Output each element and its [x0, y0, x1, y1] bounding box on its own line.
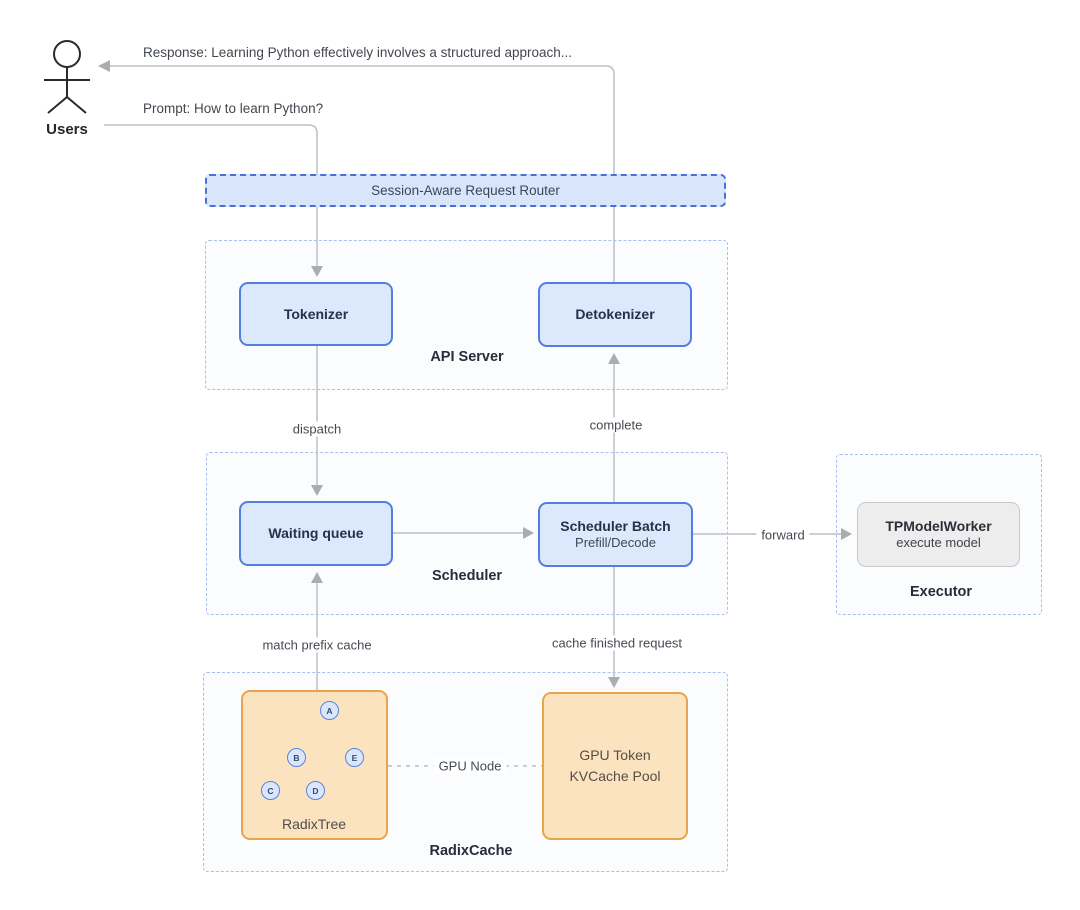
session-router-label: Session-Aware Request Router	[371, 183, 560, 198]
prompt-line	[104, 124, 318, 174]
gpu-node-label: GPU Node	[433, 758, 507, 774]
cache-finished-label: cache finished request	[546, 635, 688, 651]
arrowhead-match-prefix	[311, 572, 323, 583]
radix-tree-box	[241, 690, 388, 840]
match-prefix-label: match prefix cache	[257, 637, 377, 653]
tokenizer-box: Tokenizer	[239, 282, 393, 346]
tp-model-worker-title: TPModelWorker	[885, 518, 992, 534]
prompt-message: Prompt: How to learn Python?	[143, 101, 324, 116]
tree-node-a: A	[320, 701, 339, 720]
executor-label: Executor	[909, 584, 973, 600]
arrowhead-forward	[841, 528, 852, 540]
tp-model-worker-subtitle: execute model	[896, 535, 981, 550]
scheduler-label: Scheduler	[431, 568, 503, 584]
arrowhead-to-batch	[523, 527, 534, 539]
waiting-queue-label: Waiting queue	[268, 525, 364, 541]
tree-node-b: B	[287, 748, 306, 767]
response-message: Response: Learning Python effectively in…	[143, 45, 573, 60]
tp-model-worker-box: TPModelWorker execute model	[857, 502, 1020, 567]
arrowhead-to-user	[98, 60, 110, 72]
radix-cache-label: RadixCache	[429, 843, 513, 859]
tree-node-d: D	[306, 781, 325, 800]
scheduler-batch-title: Scheduler Batch	[560, 518, 671, 534]
tree-node-e: E	[345, 748, 364, 767]
kv-cache-pool-box: GPU Token KVCache Pool	[542, 692, 688, 840]
complete-label: complete	[584, 417, 648, 433]
arrowhead-complete	[608, 353, 620, 364]
users-label: Users	[46, 121, 88, 138]
arrowhead-to-tokenizer	[311, 266, 323, 277]
session-router-box: Session-Aware Request Router	[205, 174, 726, 207]
user-icon	[44, 40, 90, 114]
kv-cache-pool-label: GPU Token KVCache Pool	[569, 747, 661, 784]
forward-label: forward	[756, 527, 810, 543]
waiting-queue-box: Waiting queue	[239, 501, 393, 566]
tree-node-c: C	[261, 781, 280, 800]
response-line	[108, 65, 615, 282]
radix-tree-label: RadixTree	[281, 816, 347, 832]
detokenizer-box: Detokenizer	[538, 282, 692, 347]
arrowhead-cache-finished	[608, 677, 620, 688]
scheduler-batch-subtitle: Prefill/Decode	[575, 535, 656, 550]
api-server-label: API Server	[430, 349, 504, 365]
dispatch-label: dispatch	[287, 421, 347, 437]
tokenizer-label: Tokenizer	[283, 305, 349, 322]
arrowhead-to-waiting-queue	[311, 485, 323, 496]
detokenizer-label: Detokenizer	[575, 306, 655, 322]
scheduler-batch-box: Scheduler Batch Prefill/Decode	[538, 502, 693, 567]
